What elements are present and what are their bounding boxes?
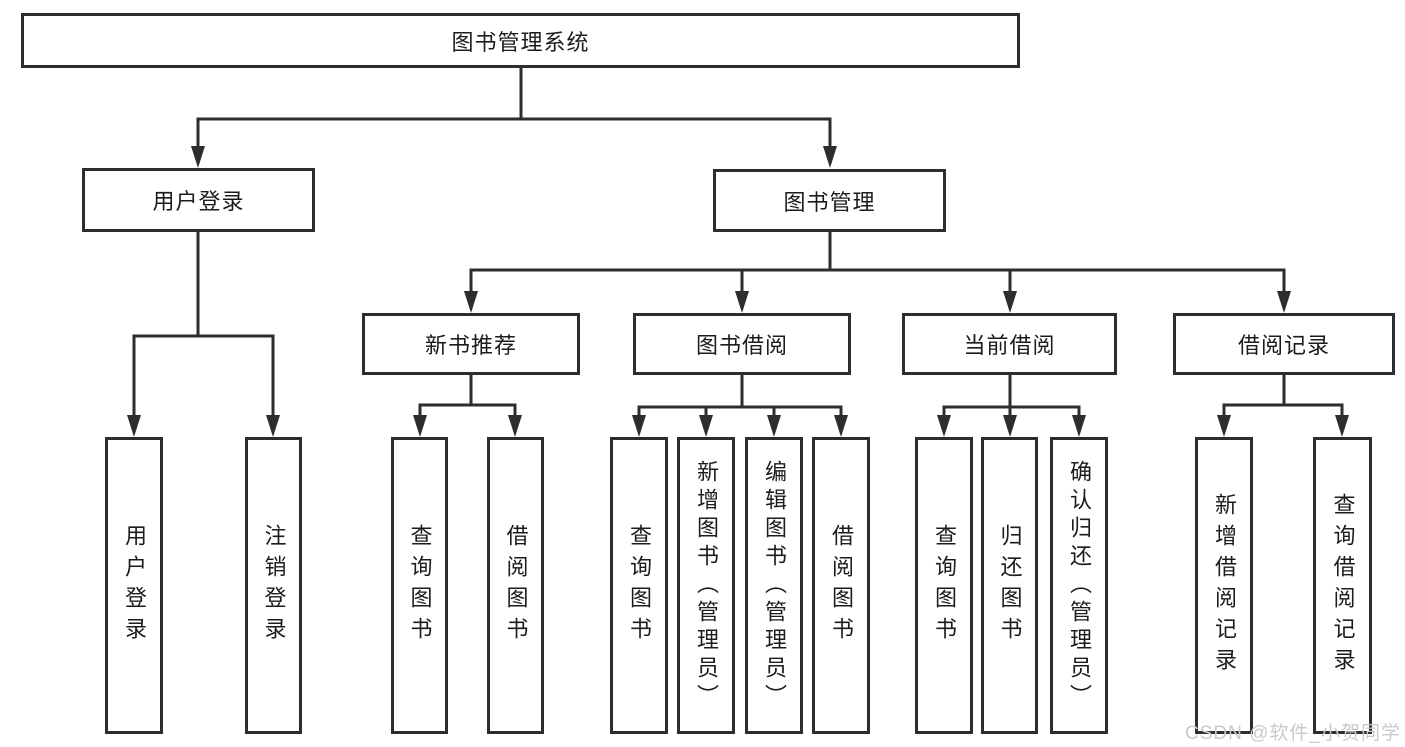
level3-new-book-recommend-label: 新书推荐 [424,333,517,358]
leaf-query-book-borrow-label: 查询图书 [627,523,652,648]
leaf-confirm-return-admin-label: 确认归还（管理员） [1067,459,1092,712]
leaf-box-query-book-current: 查询图书 [915,437,973,734]
leaf-box-logout: 注销登录 [245,437,302,734]
leaf-query-borrow-record-label: 查询借阅记录 [1330,492,1356,679]
root-box-system: 图书管理系统 [21,13,1020,68]
leaf-user-login-label: 用户登录 [122,523,147,648]
leaf-box-return-book: 归还图书 [981,437,1038,734]
leaf-borrow-book-recommend-label: 借阅图书 [503,523,529,648]
leaf-query-book-recommend-label: 查询图书 [407,523,433,648]
leaf-edit-book-admin-label: 编辑图书（管理员） [762,459,787,712]
leaf-query-book-current-label: 查询图书 [932,523,957,648]
leaf-add-borrow-record-label: 新增借阅记录 [1212,492,1237,679]
level3-book-borrow-label: 图书借阅 [695,333,788,358]
level2-user-login-label: 用户登录 [152,189,245,214]
level3-current-borrow-label: 当前借阅 [963,333,1056,358]
leaf-box-query-borrow-record: 查询借阅记录 [1313,437,1372,734]
leaf-box-query-book-recommend: 查询图书 [391,437,448,734]
level2-book-management-label: 图书管理 [783,189,876,215]
leaf-box-borrow-book: 借阅图书 [812,437,870,734]
level3-box-current-borrow: 当前借阅 [902,313,1117,375]
level3-box-book-borrow: 图书借阅 [633,313,851,375]
leaf-box-query-book-borrow: 查询图书 [610,437,668,734]
leaf-box-add-borrow-record: 新增借阅记录 [1195,437,1253,734]
csdn-watermark: CSDN @软件_小贺同学 [1185,723,1401,744]
leaf-box-confirm-return-admin: 确认归还（管理员） [1050,437,1108,734]
level2-box-user-login: 用户登录 [82,168,315,232]
leaf-box-user-login: 用户登录 [105,437,163,734]
leaf-box-add-book-admin: 新增图书（管理员） [677,437,735,734]
leaf-return-book-label: 归还图书 [997,523,1023,648]
root-box-label: 图书管理系统 [451,29,590,55]
leaf-logout-label: 注销登录 [261,523,287,648]
level3-borrow-record-label: 借阅记录 [1237,333,1330,358]
leaf-borrow-book-label: 借阅图书 [829,523,854,648]
level3-box-new-book-recommend: 新书推荐 [362,313,580,375]
leaf-box-edit-book-admin: 编辑图书（管理员） [745,437,803,734]
leaf-box-borrow-book-recommend: 借阅图书 [487,437,544,734]
level3-box-borrow-record: 借阅记录 [1173,313,1395,375]
leaf-add-book-admin-label: 新增图书（管理员） [694,459,719,712]
level2-box-book-management: 图书管理 [713,169,946,232]
arrowheads [127,146,1349,437]
